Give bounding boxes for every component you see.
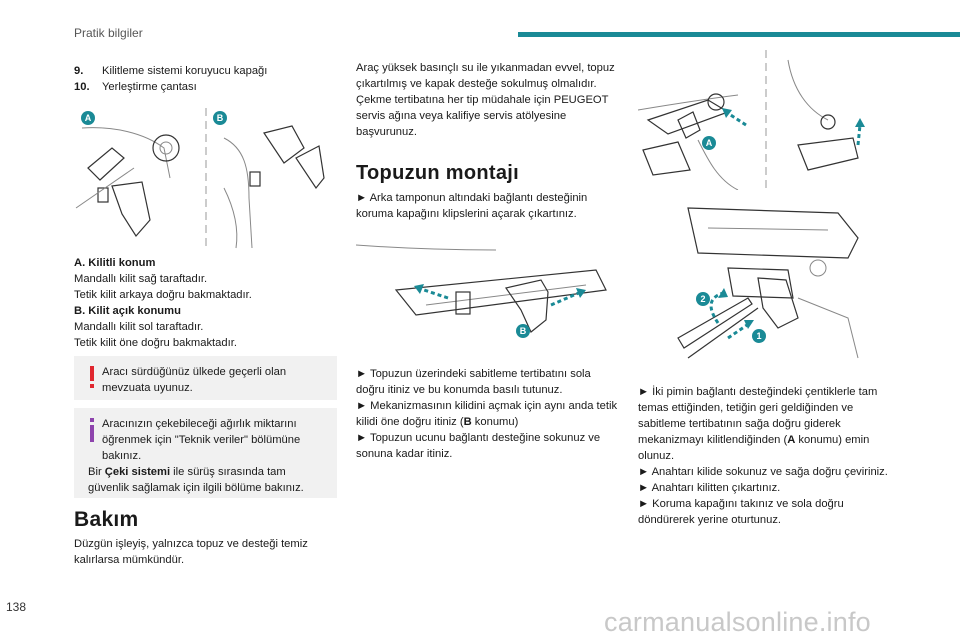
info-note: Aracınızın çekebileceği ağırlık miktarın…: [74, 408, 337, 498]
key-turn-illustration: [677, 207, 859, 359]
step-text: ► Topuzun ucunu bağlantı desteğine sokun…: [356, 432, 601, 460]
column-3-steps: ► İki pimin bağlantı desteğindeki çentik…: [638, 384, 900, 528]
watermark: carmanualsonline.info: [604, 607, 871, 637]
figure-remove-cover: B: [355, 240, 618, 344]
info-paragraph-2: Bir Çeki sistemi ile sürüş sırasında tam…: [88, 466, 304, 494]
section-title: Pratik bilgiler: [74, 26, 143, 40]
step-text: ► Mekanizmasının kilidini açmak için ayn…: [356, 398, 620, 430]
info-paragraph-1: Aracınızın çekebileceği ağırlık miktarın…: [102, 418, 301, 462]
paragraph: Çekme tertibatına her tip müdahale için …: [356, 94, 609, 138]
figure-badge-2: 2: [696, 292, 710, 306]
step-text-part: ► Mekanizmasının kilidini açmak için ayn…: [356, 400, 618, 428]
position-a-text: Tetik kilit arkaya doğru bakmaktadır.: [74, 289, 252, 301]
lock-positions-description: A. Kilitli konum Mandallı kilit sağ tara…: [74, 255, 344, 351]
info-text-bold: Çeki sistemi: [104, 466, 171, 478]
step-text-bold: A: [787, 434, 796, 446]
paragraph: Araç yüksek basınçlı su ile yıkanmadan e…: [356, 62, 615, 90]
info-text-part: ile sürüş sırasında tam güvenlik sağlama…: [88, 466, 304, 494]
step-text: ► Anahtarı kilitten çıkartınız.: [638, 482, 781, 494]
step-text: ► Anahtarı kilide sokunuz ve sağa doğru …: [638, 466, 888, 478]
installation-steps: ► Topuzun üzerindeki sabitleme tertibatı…: [356, 366, 620, 462]
list-item-text: Kilitleme sistemi koruyucu kapağı: [102, 65, 268, 77]
step-text: ► Koruma kapağını takınız ve sola doğru …: [638, 498, 844, 526]
step-text: ► Arka tamponun altındaki bağlantı deste…: [356, 192, 588, 220]
remove-cover-illustration: [355, 244, 607, 333]
step-text-part: konumu) emin olunuz.: [638, 434, 870, 462]
maintenance-section: Bakım Düzgün işleyiş, yalnızca topuz ve …: [74, 508, 344, 568]
ball-insert-illustration: [637, 50, 865, 191]
info-text: Aracınızın çekebileceği ağırlık miktarın…: [88, 416, 327, 496]
installation-heading: Topuzun montajı: [356, 162, 519, 184]
figure-badge-1: 1: [752, 329, 766, 343]
figure-ball-insert: A: [637, 50, 888, 191]
step-text: ► İki pimin bağlantı desteğindeki çentik…: [638, 384, 900, 464]
figure-badge-b: B: [516, 324, 530, 338]
figure-key-turn: 2 1: [668, 198, 864, 368]
column-2: Araç yüksek basınçlı su ile yıkanmadan e…: [356, 60, 618, 140]
lock-positions-illustration: [75, 108, 325, 250]
position-a-heading: A. Kilitli konum: [74, 257, 156, 269]
list-item-number: 10.: [74, 81, 90, 93]
installation-section: Topuzun montajı ► Arka tamponun altındak…: [356, 162, 618, 222]
warning-note: Aracı sürdüğünüz ülkede geçerli olan mev…: [74, 356, 337, 400]
header-accent-bar: [518, 32, 960, 37]
figure-badge-a: A: [81, 111, 95, 125]
figure-badge-b: B: [213, 111, 227, 125]
list-item-number: 9.: [74, 65, 84, 77]
position-b-text: Mandallı kilit sol taraftadır.: [74, 321, 204, 333]
maintenance-text: Düzgün işleyiş, yalnızca topuz ve desteğ…: [74, 538, 308, 566]
info-i-icon: [90, 418, 94, 442]
list-item-text: Yerleştirme çantası: [102, 81, 197, 93]
position-a-text: Mandallı kilit sağ taraftadır.: [74, 273, 208, 285]
list-item: 10. Yerleştirme çantası: [74, 79, 344, 95]
figure-badge-a: A: [702, 136, 716, 150]
warning-text: Aracı sürdüğünüz ülkede geçerli olan mev…: [102, 366, 287, 394]
step-text-bold: B: [463, 416, 472, 428]
step-text-part: konumu): [471, 416, 519, 428]
page-number: 138: [6, 600, 27, 614]
info-text-part: Bir: [88, 466, 105, 478]
maintenance-heading: Bakım: [74, 508, 139, 531]
figure-lock-positions: A B: [74, 108, 336, 250]
step-text-part: ► İki pimin bağlantı desteğindeki çentik…: [638, 386, 878, 446]
step-text: ► Topuzun üzerindeki sabitleme tertibatı…: [356, 368, 591, 396]
warning-exclamation-icon: [90, 366, 94, 388]
column-1: 9. Kilitleme sistemi koruyucu kapağı 10.…: [74, 63, 344, 95]
position-b-text: Tetik kilit öne doğru bakmaktadır.: [74, 337, 237, 349]
list-item: 9. Kilitleme sistemi koruyucu kapağı: [74, 63, 344, 79]
position-b-heading: B. Kilit açık konumu: [74, 305, 181, 317]
